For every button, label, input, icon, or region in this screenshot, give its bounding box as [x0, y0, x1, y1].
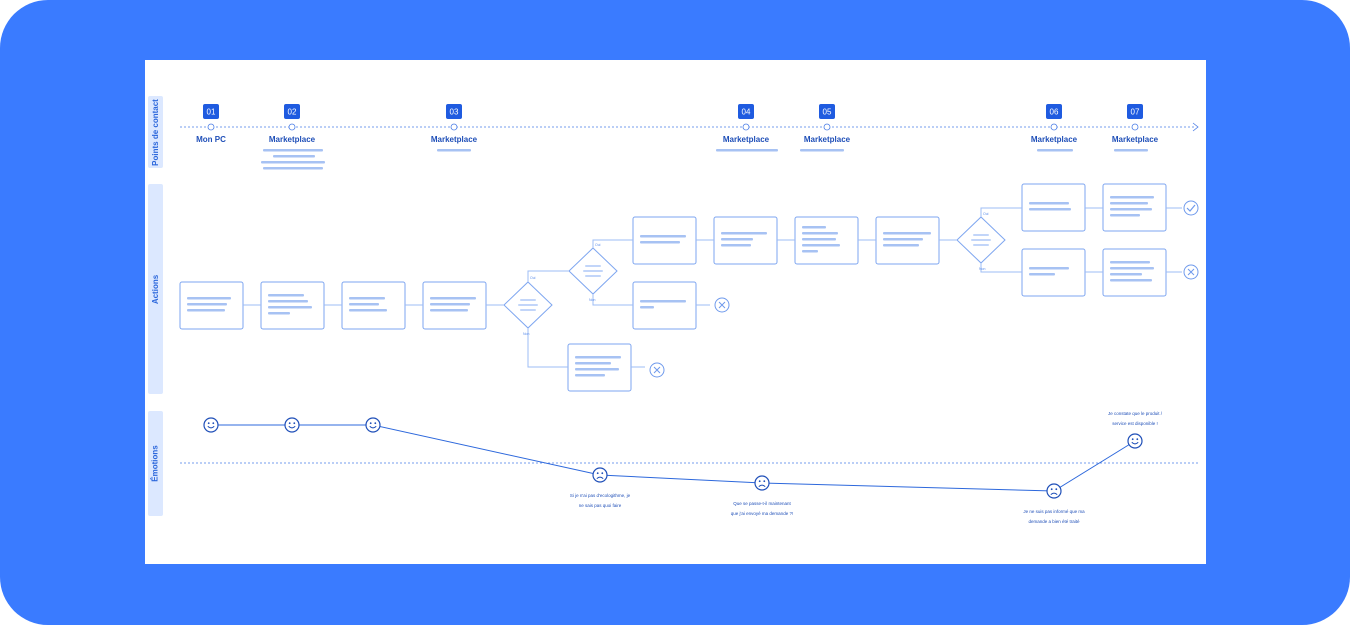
smiley-happy-icon — [203, 417, 219, 433]
touchpoint-badge — [1046, 104, 1062, 119]
emotion-line — [211, 424, 1136, 492]
success-icon — [1183, 200, 1199, 216]
touchpoint-dot — [823, 123, 831, 131]
emotion-quote-line: ne sais pas quoi faire — [579, 503, 622, 508]
touchpoint-number: 03 — [450, 108, 459, 117]
decision-yes-label: Oui — [595, 243, 601, 247]
emotion-quote-line: Je ne suis pas informé que ma — [1023, 509, 1085, 514]
touchpoint-number: 07 — [1131, 108, 1140, 117]
touchpoint-badge — [203, 104, 219, 119]
touchpoint-label: Marketplace — [269, 135, 316, 144]
emotion-quote-line: que j'ai envoyé ma demande ?! — [731, 511, 793, 516]
touchpoint-dot — [288, 123, 296, 131]
action-step — [567, 343, 632, 392]
decision-no-label: Non — [979, 267, 985, 271]
touchpoint-number: 02 — [288, 108, 297, 117]
touchpoint-label: Mon PC — [196, 135, 226, 144]
touchpoint-badge — [819, 104, 835, 119]
action-step — [1021, 183, 1086, 232]
smiley-happy-icon — [365, 417, 381, 433]
touchpoint-badge — [738, 104, 754, 119]
emotion-curve: Si je n'ai pas d'ecologithme, je ne sais … — [203, 411, 1163, 524]
emotion-quote-line: service est disponible ! — [1112, 421, 1158, 426]
touchpoint-dot — [207, 123, 215, 131]
action-step — [632, 281, 697, 330]
touchpoint-badge — [284, 104, 300, 119]
actions-flow: Oui Non Oui Non Oui Non — [179, 183, 1199, 392]
touchpoint-number: 06 — [1050, 108, 1059, 117]
smiley-happy-icon — [284, 417, 300, 433]
touchpoint-number: 05 — [823, 108, 832, 117]
touchpoint-descriptions — [261, 149, 1148, 170]
smiley-happy-icon — [1127, 433, 1143, 449]
smiley-sad-icon — [1046, 483, 1062, 499]
lane-actions: Actions — [148, 184, 163, 394]
emotion-quote-line: Je constate que le produit / — [1108, 411, 1163, 416]
decision-no-label: Non — [589, 298, 595, 302]
touchpoint-label: Marketplace — [431, 135, 478, 144]
touchpoint-badge — [1127, 104, 1143, 119]
emotion-quote-line: Que se passe-t-il maintenant — [733, 501, 791, 506]
smiley-sad-icon — [592, 467, 608, 483]
action-step — [1102, 248, 1167, 297]
fail-icon — [1183, 264, 1199, 280]
touchpoint-label: Marketplace — [1112, 135, 1159, 144]
touchpoint-dot — [1131, 123, 1139, 131]
decision-yes-label: Oui — [530, 276, 536, 280]
emotion-quote-line: demande a bien été traité — [1028, 519, 1080, 524]
decision-no-label: Non — [523, 332, 529, 336]
touchpoint-dot — [1050, 123, 1058, 131]
emotion-quote-line: Si je n'ai pas d'ecologithme, je — [570, 493, 631, 498]
action-step — [1102, 183, 1167, 232]
fail-icon — [714, 297, 730, 313]
decision-yes-label: Oui — [983, 212, 989, 216]
touchpoint-number: 04 — [742, 108, 751, 117]
touchpoint-badge — [446, 104, 462, 119]
timeline-arrow-icon — [1192, 122, 1199, 132]
touchpoint-dot — [450, 123, 458, 131]
lane-emotions: Émotions — [148, 411, 163, 516]
touchpoint-label: Marketplace — [723, 135, 770, 144]
action-step — [632, 216, 697, 265]
touchpoint-number: 01 — [207, 108, 216, 117]
touchpoint-label: Marketplace — [1031, 135, 1078, 144]
action-step — [260, 281, 325, 330]
action-step — [1021, 248, 1086, 297]
fail-icon — [649, 362, 665, 378]
lane-touchpoints: Points de contact — [148, 96, 163, 168]
touchpoint-dot — [742, 123, 750, 131]
smiley-sad-icon — [754, 475, 770, 491]
touchpoint-label: Marketplace — [804, 135, 851, 144]
